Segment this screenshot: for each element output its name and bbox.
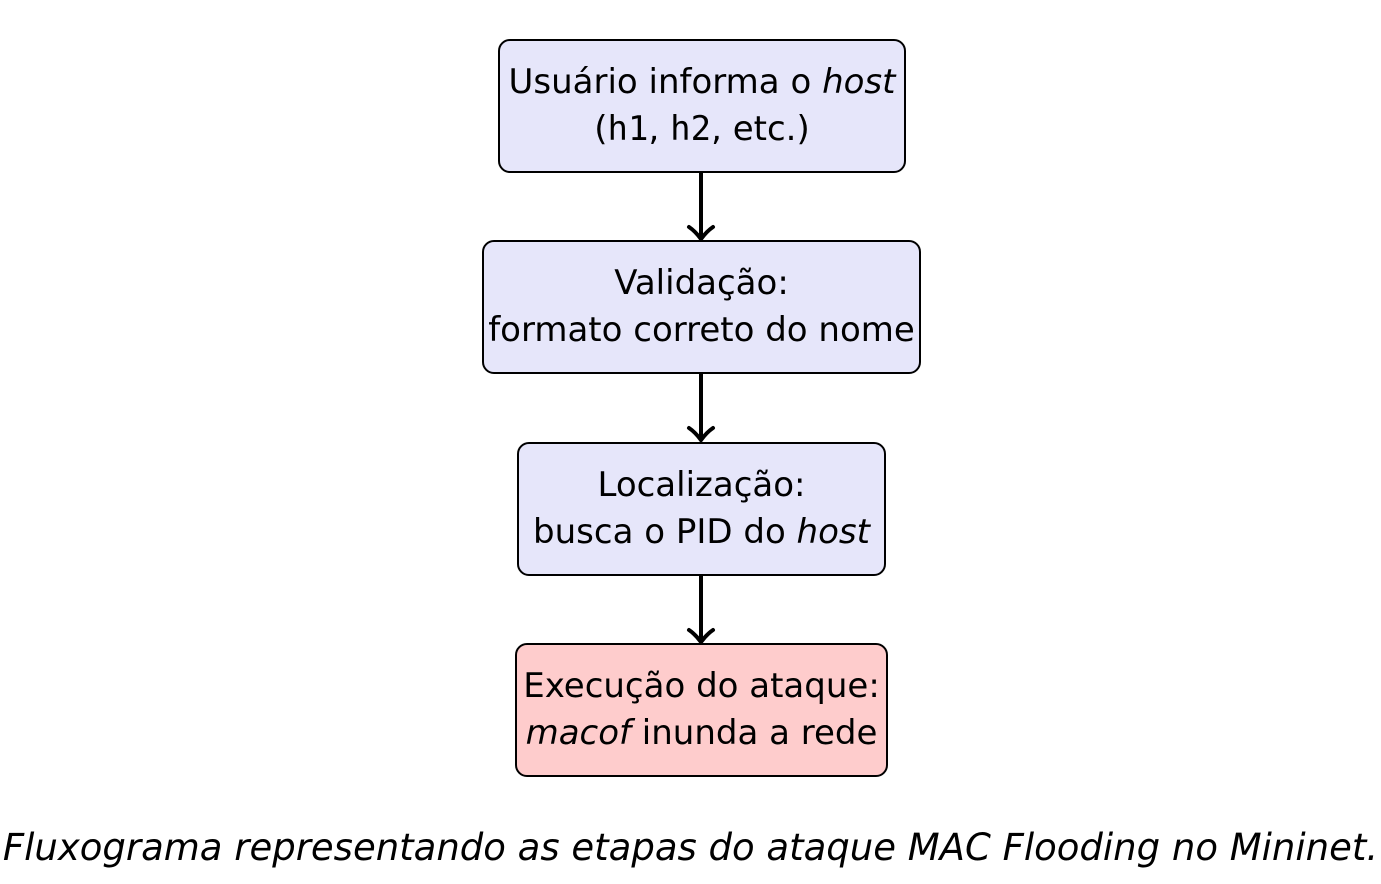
arrow-localization-to-execution [687, 576, 715, 646]
node-localization-line2: busca o PID do host [533, 512, 870, 552]
arrow-validation-to-localization [687, 374, 715, 444]
node-validation-line2: formato correto do nome [488, 310, 915, 350]
node-attack-execution: Execução do ataque: macof inunda a rede [515, 643, 888, 777]
node-user-input-line1: Usuário informa o host [508, 62, 896, 102]
node-validation: Validação: formato correto do nome [482, 240, 921, 374]
node-user-input-line2: (h1, h2, etc.) [594, 109, 810, 149]
arrowhead-icon [687, 426, 715, 444]
node-validation-line1: Validação: [614, 263, 789, 303]
figure-caption: Fluxograma representando as etapas do at… [2, 826, 1379, 869]
arrowhead-icon [687, 628, 715, 646]
node-attack-execution-line2: macof inunda a rede [525, 713, 878, 753]
node-localization-line1: Localização: [597, 465, 806, 505]
arrowhead-icon [687, 225, 715, 243]
node-attack-execution-line1: Execução do ataque: [523, 666, 880, 706]
node-user-input: Usuário informa o host (h1, h2, etc.) [498, 39, 906, 173]
arrow-input-to-validation [687, 173, 715, 243]
node-localization: Localização: busca o PID do host [517, 442, 886, 576]
